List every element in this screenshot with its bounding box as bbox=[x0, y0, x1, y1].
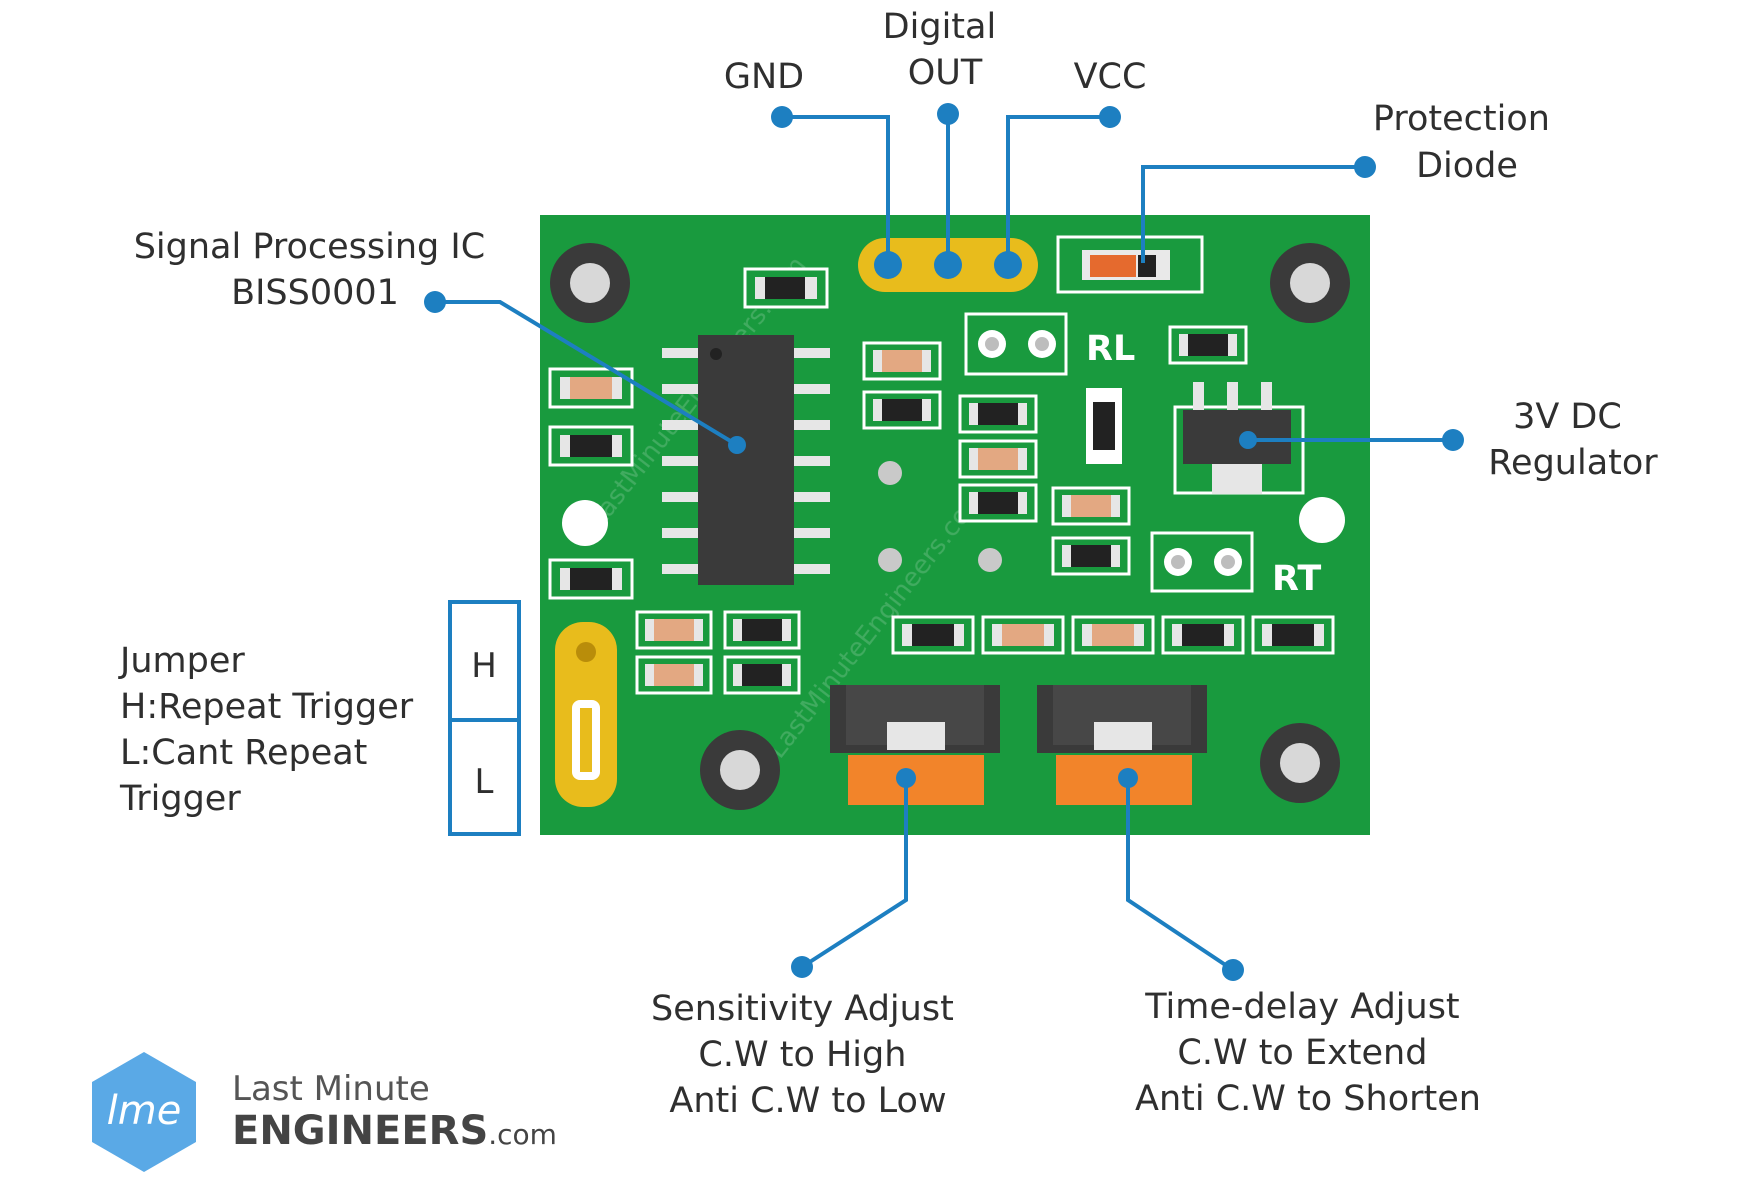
smd-resistor bbox=[1161, 615, 1245, 655]
brand-mark: lme bbox=[107, 1088, 182, 1134]
callout-dots bbox=[424, 103, 1464, 981]
mounting-hole-bottom-left bbox=[700, 730, 780, 810]
protection-diode-callout-line bbox=[1141, 165, 1365, 263]
smd-resistor bbox=[635, 655, 713, 695]
vcc-callout-line bbox=[1006, 115, 1110, 265]
regulator-callout-dot bbox=[1442, 429, 1464, 451]
smd-resistor bbox=[635, 610, 713, 650]
sensitivity-callout-line bbox=[800, 778, 908, 969]
mounting-hole-bottom-right bbox=[1260, 723, 1340, 803]
smd-resistor bbox=[1168, 325, 1248, 365]
time-delay-callout-line bbox=[1126, 778, 1235, 972]
sensitivity-callout-dot bbox=[791, 956, 813, 978]
jumper-hl-box: H L bbox=[448, 600, 521, 836]
jumper-l-label: L bbox=[475, 762, 494, 802]
brand-logo: lme Last Minute ENGINEERS.com bbox=[92, 1052, 557, 1172]
via bbox=[878, 548, 902, 572]
smd-resistor bbox=[1051, 486, 1131, 526]
smd-resistor bbox=[958, 394, 1038, 434]
callout-lines bbox=[435, 114, 1453, 972]
digital-out-label: Digital OUT bbox=[883, 7, 1008, 93]
brand-hexagon-icon bbox=[92, 1052, 196, 1172]
jumper-block bbox=[555, 622, 617, 807]
signal-ic-callout-dot bbox=[424, 291, 446, 313]
smd-resistor bbox=[1251, 615, 1335, 655]
smd-components bbox=[548, 267, 1335, 695]
white-pad bbox=[1299, 497, 1345, 543]
biss0001-ic bbox=[662, 335, 830, 585]
smd-resistor bbox=[548, 558, 634, 600]
sensitivity-potentiometer bbox=[830, 685, 1000, 805]
smd-resistor bbox=[723, 655, 801, 695]
via bbox=[878, 461, 902, 485]
smd-resistor bbox=[1071, 615, 1155, 655]
regulator-chip bbox=[1173, 382, 1305, 495]
regulator-label: 3V DC Regulator bbox=[1488, 397, 1658, 483]
smd-resistor bbox=[723, 610, 801, 650]
time-delay-callout-dot bbox=[1222, 959, 1244, 981]
smd-resistor bbox=[958, 483, 1038, 523]
via bbox=[978, 548, 1002, 572]
smd-resistor bbox=[1051, 536, 1131, 576]
protection-diode-label: Protection Diode bbox=[1373, 99, 1561, 186]
mounting-hole-top-right bbox=[1270, 243, 1350, 323]
gnd-callout-dot bbox=[771, 106, 793, 128]
gnd-callout-line bbox=[782, 115, 890, 265]
vcc-label: VCC bbox=[1074, 57, 1147, 97]
rt-pads bbox=[1150, 531, 1254, 593]
smd-resistor bbox=[891, 615, 975, 655]
pcb-board: LastMinuteEngineers.com LastMinuteEngine… bbox=[540, 215, 1370, 835]
brand-line2: ENGINEERS.com bbox=[232, 1108, 557, 1154]
signal-ic-target-dot bbox=[728, 436, 746, 454]
jumper-h-label: H bbox=[471, 646, 497, 686]
brand-line1: Last Minute bbox=[232, 1069, 430, 1109]
signal-ic-callout-line bbox=[435, 300, 739, 447]
digital-out-callout-dot bbox=[937, 103, 959, 125]
rl-label: RL bbox=[1086, 329, 1135, 369]
smd-resistor bbox=[548, 425, 634, 467]
rt-label: RT bbox=[1272, 559, 1321, 599]
time-delay-potentiometer bbox=[1037, 685, 1207, 805]
smd-resistor bbox=[958, 439, 1038, 479]
time-delay-label: Time-delay Adjust C.W to Extend Anti C.W… bbox=[1135, 987, 1481, 1119]
rl-pads bbox=[964, 312, 1068, 376]
smd-resistor bbox=[743, 267, 829, 309]
vcc-callout-dot bbox=[1099, 106, 1121, 128]
smd-resistor bbox=[862, 341, 942, 381]
smd-resistor bbox=[548, 367, 634, 409]
white-pad bbox=[562, 500, 608, 546]
smd-resistor bbox=[862, 390, 942, 430]
smd-component bbox=[1084, 386, 1124, 466]
gnd-label: GND bbox=[724, 57, 804, 97]
smd-resistor bbox=[981, 615, 1065, 655]
sensitivity-label: Sensitivity Adjust C.W to High Anti C.W … bbox=[651, 989, 965, 1121]
protection-diode-callout-dot bbox=[1354, 156, 1376, 178]
regulator-target-dot bbox=[1239, 431, 1257, 449]
signal-ic-label: Signal Processing IC BISS0001 bbox=[134, 227, 497, 313]
mounting-hole-top-left bbox=[550, 243, 630, 323]
jumper-label: Jumper H:Repeat Trigger L:Cant Repeat Tr… bbox=[118, 641, 424, 819]
